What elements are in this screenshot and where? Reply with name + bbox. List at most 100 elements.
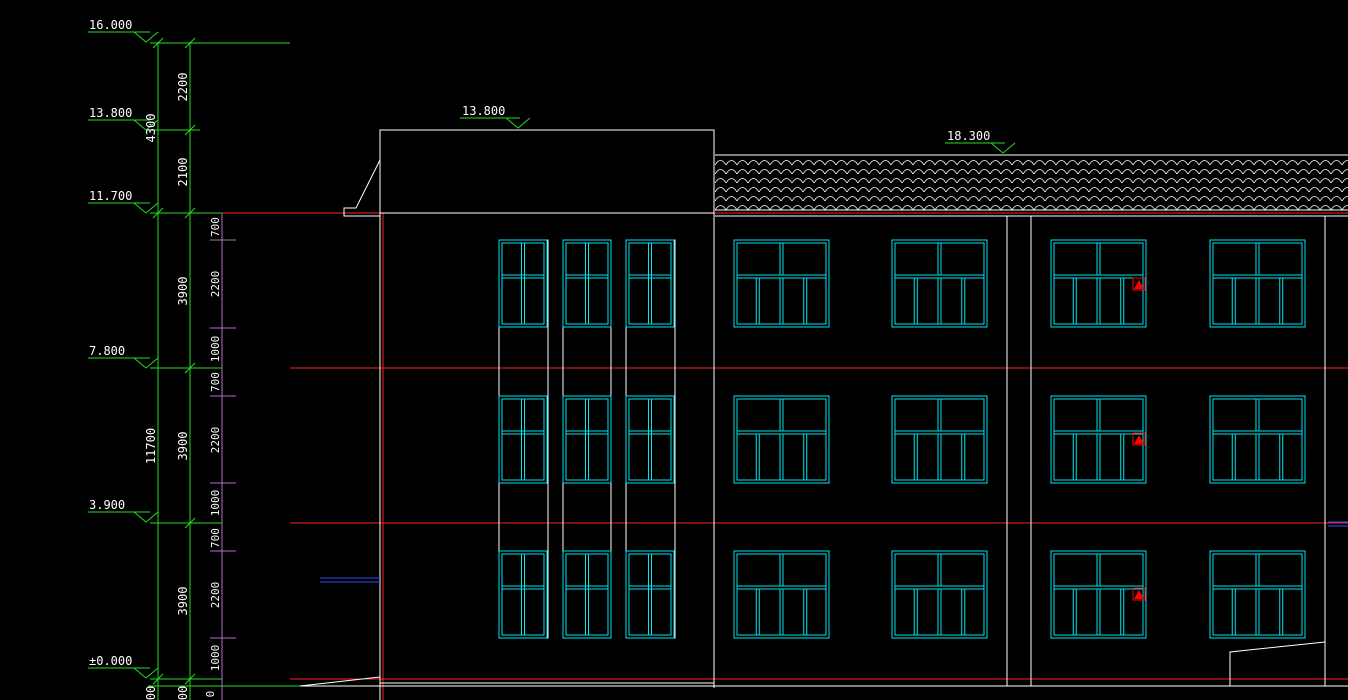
dim-floor-2200: 2200 — [176, 73, 190, 102]
level-markers — [133, 31, 1146, 679]
level-triangle — [133, 31, 159, 43]
window-frame — [1050, 395, 1147, 484]
tower-window — [498, 550, 548, 639]
window-frame — [891, 550, 988, 639]
level-triangle — [133, 357, 159, 369]
level-label-tower-top: 13.800 — [462, 104, 505, 118]
tower-window — [625, 550, 675, 639]
window-frame-inner — [736, 553, 827, 636]
dimension-lines-green — [88, 31, 300, 700]
tiled-roof — [715, 154, 1348, 217]
window-frame — [733, 395, 830, 484]
building-outline — [290, 129, 1348, 700]
window-frame-inner — [565, 242, 609, 325]
dim-win-2200-3: 2200 — [209, 271, 222, 298]
level-labels-left: 16.000 13.800 11.700 7.800 3.900 ±0.000 — [89, 18, 132, 668]
window-frame-inner — [565, 398, 609, 481]
roof-tiles — [715, 156, 1348, 210]
window-frame — [562, 395, 612, 484]
window-frame — [891, 395, 988, 484]
main-window — [891, 395, 988, 484]
window-frame-inner — [628, 242, 672, 325]
window-frame-inner — [565, 553, 609, 636]
window-frame — [733, 550, 830, 639]
tower-strip-2 — [562, 239, 612, 639]
dim-win-1000-2: 1000 — [209, 490, 222, 517]
window-frame-inner — [894, 398, 985, 481]
dim-text-purple: 700 2200 1000 700 2200 1000 700 2200 100… — [209, 217, 222, 671]
main-window — [1209, 239, 1306, 328]
tower-window — [625, 239, 675, 328]
window-frame — [1209, 550, 1306, 639]
window-frame-inner — [736, 398, 827, 481]
dim-text-green: 4300 11700 2200 2100 3900 3900 3900 — [144, 73, 190, 616]
window-frame — [1050, 239, 1147, 328]
dim-ticks-green — [152, 37, 196, 685]
dim-win-1000-3: 1000 — [209, 336, 222, 363]
level-triangle-ridge — [990, 142, 1016, 154]
roof-level-labels: 13.800 18.300 — [460, 104, 1005, 144]
dim-win-2200-2: 2200 — [209, 427, 222, 454]
window-frame-inner — [1212, 398, 1303, 481]
window-frame — [1050, 550, 1147, 639]
level-triangle-tower — [505, 117, 531, 129]
red-marker-triangle — [1134, 590, 1144, 599]
window-frame-inner — [894, 242, 985, 325]
red-marker-triangle — [1134, 435, 1144, 444]
level-label-13800: 13.800 — [89, 106, 132, 120]
level-triangle — [133, 202, 159, 214]
main-window — [1050, 550, 1147, 639]
main-window — [1209, 550, 1306, 639]
window-frame — [498, 550, 548, 639]
window-frame-inner — [1053, 242, 1144, 325]
dim-win-700-2: 700 — [209, 372, 222, 392]
stair-tower-parapet — [379, 129, 715, 214]
level-label-ridge: 18.300 — [947, 129, 990, 143]
level-label-11700: 11.700 — [89, 189, 132, 203]
red-marker-box — [1132, 432, 1146, 446]
window-frame — [1209, 395, 1306, 484]
window-frame — [498, 395, 548, 484]
floor-lines — [222, 212, 1348, 700]
level-label-7800: 7.800 — [89, 344, 125, 358]
tower-window — [562, 395, 612, 484]
window-frame — [625, 550, 675, 639]
level-label-0: ±0.000 — [89, 654, 132, 668]
dim-floor-3900-top: 3900 — [176, 277, 190, 306]
dim-win-1000-1: 1000 — [209, 645, 222, 672]
tower-window — [562, 550, 612, 639]
window-frame-inner — [894, 553, 985, 636]
window-frame-inner — [1053, 398, 1144, 481]
entrance-canopy — [1229, 641, 1326, 686]
main-window — [1209, 395, 1306, 484]
tower-strip-3 — [625, 239, 676, 639]
red-marker-triangle — [1134, 280, 1144, 289]
blue-fragments — [320, 521, 1348, 583]
main-window — [733, 550, 830, 639]
window-frame — [498, 239, 548, 328]
level-label-3900: 3.900 — [89, 498, 125, 512]
main-window — [891, 550, 988, 639]
level-triangle — [133, 119, 159, 131]
tower-window — [625, 395, 675, 484]
dim-win-700-1: 700 — [209, 528, 222, 548]
level-triangle — [133, 667, 159, 679]
main-window — [733, 395, 830, 484]
window-frame — [1209, 239, 1306, 328]
dim-overall-11700: 11700 — [144, 428, 158, 464]
window-frame-inner — [628, 553, 672, 636]
window-frame — [733, 239, 830, 328]
tower-window — [498, 395, 548, 484]
dim-bottom-2: 00 — [176, 686, 190, 700]
red-marker-box — [1132, 277, 1146, 291]
tower-window — [562, 239, 612, 328]
window-frame — [625, 239, 675, 328]
window-frame-inner — [1212, 242, 1303, 325]
main-window — [733, 239, 830, 328]
window-frame-inner — [736, 242, 827, 325]
window-frame-inner — [1212, 553, 1303, 636]
window-frame — [562, 239, 612, 328]
main-window — [1050, 239, 1147, 328]
